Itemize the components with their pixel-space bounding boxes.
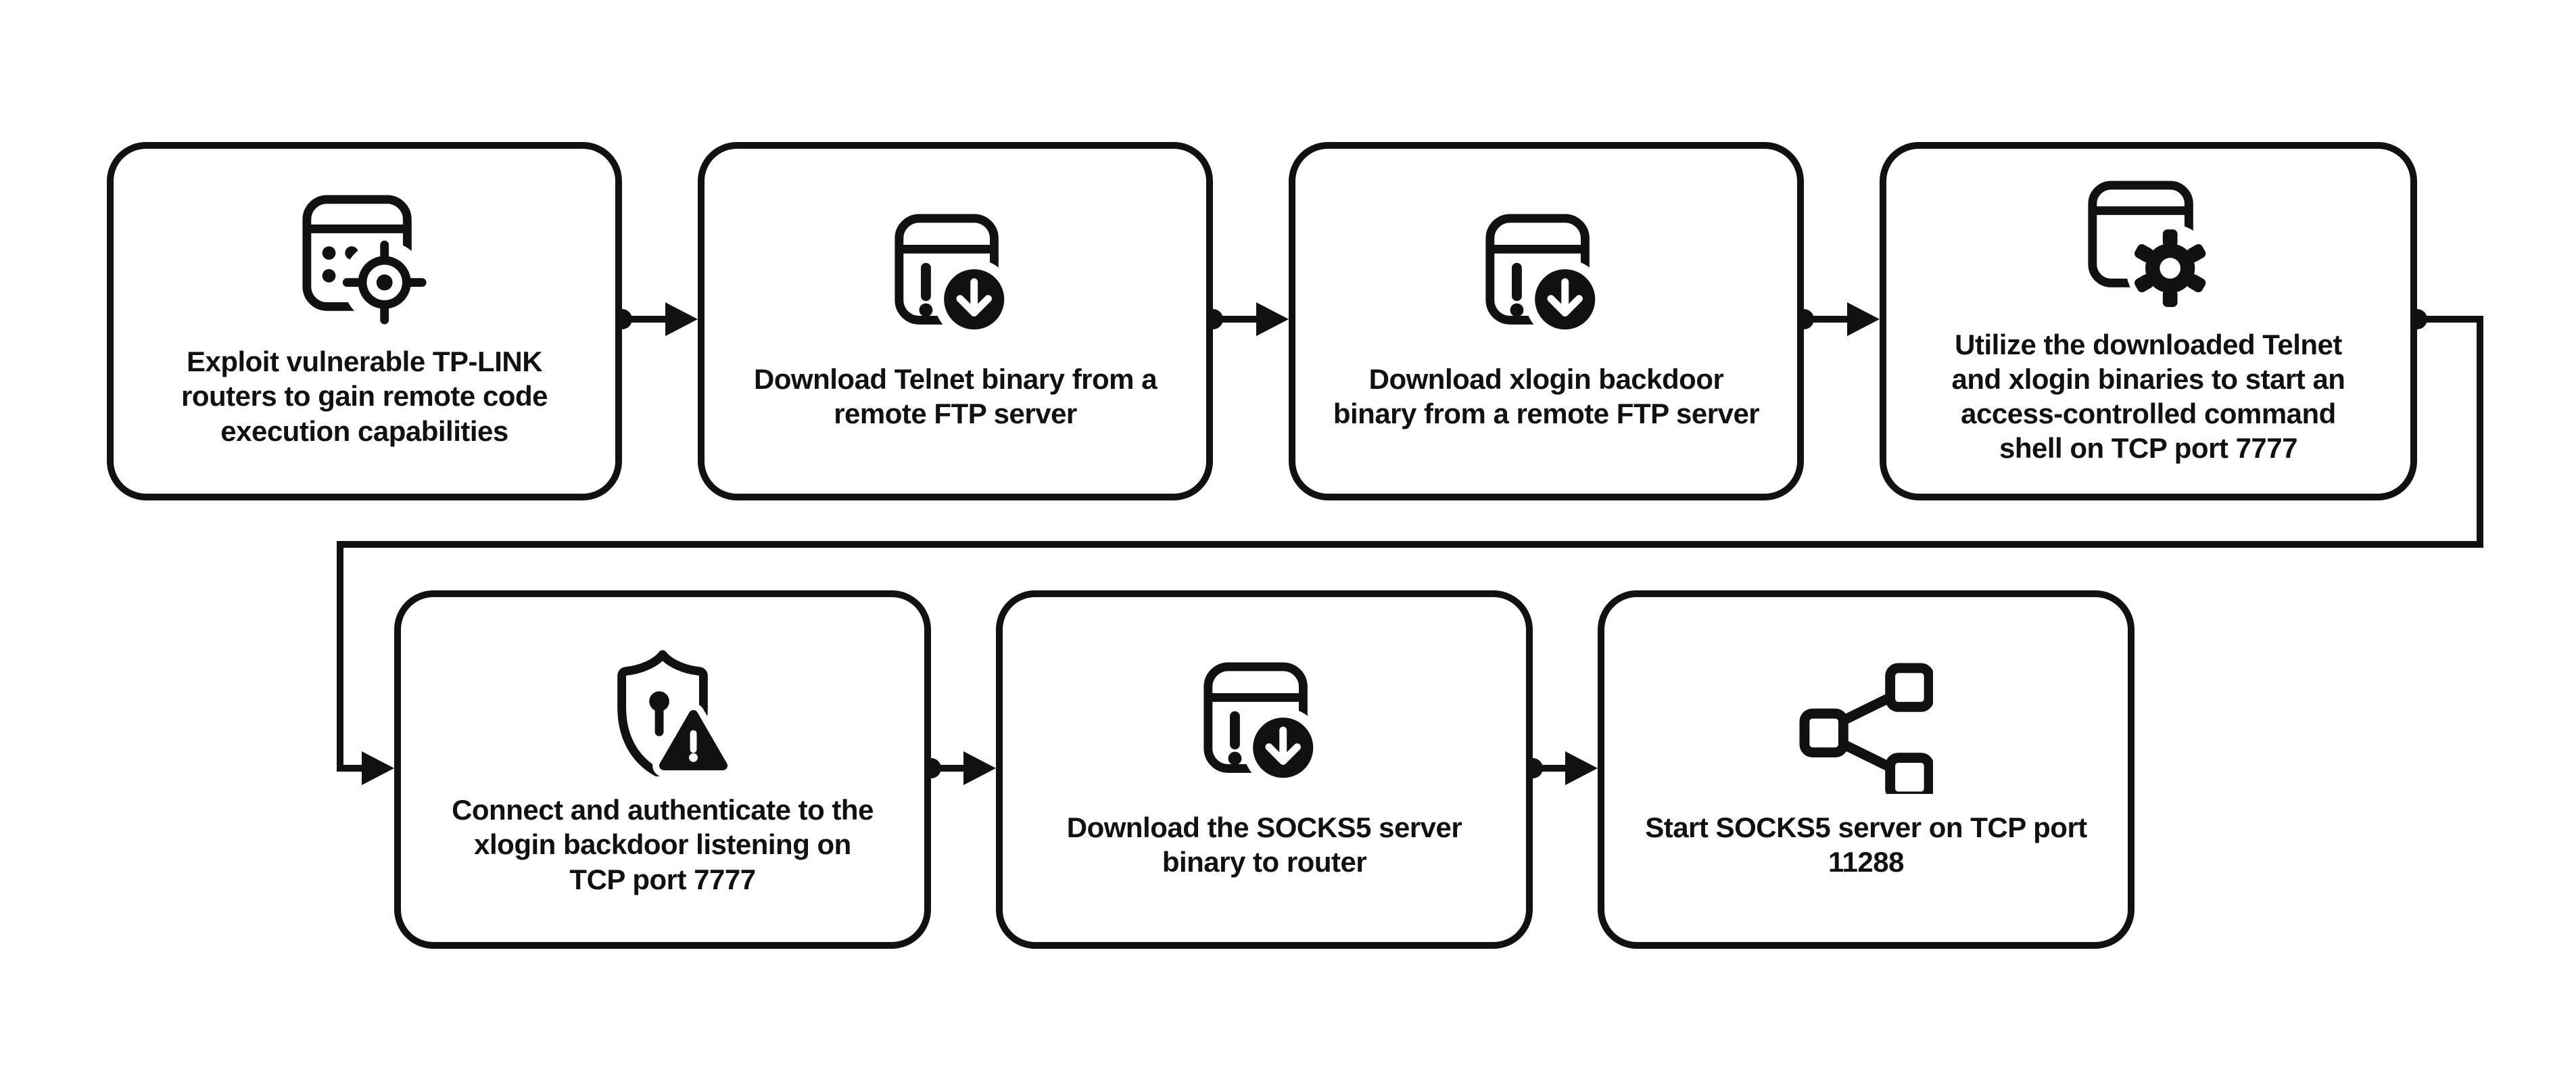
- edge-arrowhead-3-4: [1847, 302, 1880, 336]
- node-label: Download Telnet binary from a remote FTP…: [753, 362, 1158, 429]
- node-icon: [596, 642, 734, 780]
- node-icon: [297, 194, 431, 328]
- window-target-icon: [302, 195, 427, 325]
- window-download-icon: [1485, 214, 1606, 339]
- flow-node-download-telnet: Download Telnet binary from a remote FTP…: [698, 142, 1213, 500]
- edge-arrowhead-6-7: [1565, 751, 1598, 785]
- edge-arrowhead-1-2: [665, 302, 698, 336]
- window-download-icon: [1203, 662, 1324, 788]
- node-label: Download the SOCKS5 server binary to rou…: [1066, 811, 1462, 878]
- node-icon: [1479, 212, 1613, 346]
- edge-arrowhead-2-3: [1256, 302, 1289, 336]
- node-icon: [888, 212, 1022, 346]
- flow-node-start-socks5: Start SOCKS5 server on TCP port 11288: [1598, 590, 2134, 949]
- flow-node-exploit-routers: Exploit vulnerable TP-LINK routers to ga…: [107, 142, 622, 500]
- shield-warning-icon: [617, 650, 734, 780]
- flow-node-start-command-shell: Utilize the downloaded Telnet and xlogin…: [1880, 142, 2417, 500]
- node-label: Start SOCKS5 server on TCP port 11288: [1645, 811, 2087, 878]
- window-download-icon: [895, 214, 1015, 339]
- node-icon: [1197, 660, 1331, 794]
- share-network-icon: [1799, 663, 1934, 802]
- edge-arrowhead-4-5: [362, 751, 394, 785]
- node-icon: [1799, 660, 1934, 802]
- flow-node-connect-authenticate: Connect and authenticate to the xlogin b…: [394, 590, 931, 949]
- node-label: Exploit vulnerable TP-LINK routers to ga…: [181, 346, 548, 447]
- flow-node-download-xlogin: Download xlogin backdoor binary from a r…: [1289, 142, 1804, 500]
- node-label: Download xlogin backdoor binary from a r…: [1333, 362, 1760, 429]
- node-icon: [2082, 177, 2216, 312]
- window-gear-icon: [2087, 180, 2214, 312]
- flow-node-download-socks5: Download the SOCKS5 server binary to rou…: [996, 590, 1533, 949]
- edge-arrowhead-5-6: [963, 751, 996, 785]
- node-label: Connect and authenticate to the xlogin b…: [452, 794, 874, 895]
- node-label: Utilize the downloaded Telnet and xlogin…: [1951, 328, 2345, 465]
- edge-line-4-5-wrap: [337, 316, 2483, 772]
